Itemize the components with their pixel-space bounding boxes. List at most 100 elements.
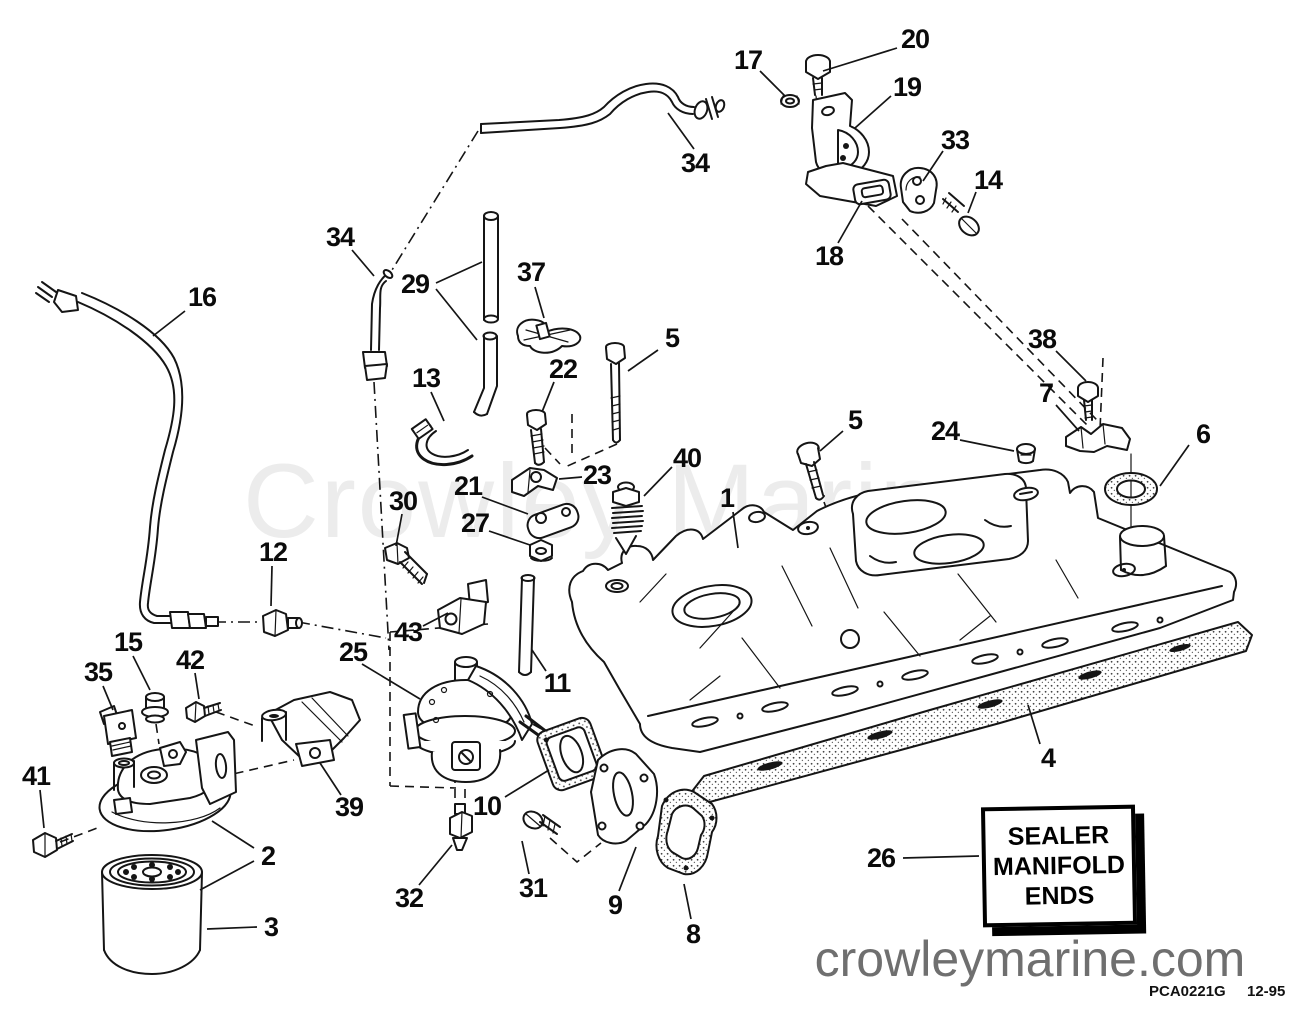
callout-16: 16	[188, 282, 217, 312]
bolt-38	[1077, 381, 1099, 421]
leader-lines	[39, 47, 1190, 930]
watermark-site: crowleymarine.com	[815, 931, 1246, 987]
leader-line-32	[418, 844, 453, 886]
ring-gasket-6	[1103, 472, 1159, 506]
fuel-pump	[402, 656, 559, 783]
tubes-29	[473, 211, 499, 417]
callout-30: 30	[389, 486, 417, 516]
leader-line-42	[194, 672, 200, 700]
callout-25: 25	[339, 637, 368, 667]
leader-line-2	[211, 820, 255, 849]
leader-line-11	[531, 649, 547, 672]
leader-line-10	[504, 769, 550, 798]
manifold-flange-ports	[691, 616, 1164, 728]
callout-4: 4	[1041, 743, 1056, 773]
callout-41: 41	[22, 761, 51, 791]
leader-line-19	[854, 95, 892, 129]
callout-10: 10	[473, 791, 501, 821]
callout-12: 12	[259, 537, 287, 567]
fitting-12	[262, 609, 303, 637]
intake-manifold	[568, 453, 1238, 753]
leader-line-20	[822, 47, 898, 72]
leader-line-8	[683, 883, 692, 920]
leader-line-29	[435, 261, 483, 284]
mount-gasket-8	[655, 788, 718, 876]
callout-42: 42	[176, 645, 204, 675]
sealer-note-line3: ENDS	[1024, 881, 1095, 911]
filter-head	[98, 731, 237, 833]
callout-38: 38	[1028, 324, 1057, 354]
leader-line-34	[351, 249, 375, 277]
nut-27	[529, 539, 553, 562]
retainer-bracket-7	[1065, 423, 1131, 453]
fuel-filter	[101, 854, 203, 975]
callout-1: 1	[720, 483, 735, 513]
drain-fitting	[449, 803, 473, 851]
callout-5: 5	[665, 323, 680, 353]
callout-35: 35	[84, 657, 113, 687]
callout-39: 39	[335, 792, 364, 822]
callout-22: 22	[549, 354, 577, 384]
manifold-end-gasket	[689, 621, 1253, 804]
leader-line-6	[1159, 444, 1190, 487]
leader-line-15	[132, 655, 151, 691]
plate-21	[526, 502, 580, 540]
callout-33: 33	[941, 125, 970, 155]
leader-line-7	[1055, 404, 1080, 432]
callout-32: 32	[395, 883, 423, 913]
sealer-note-box: SEALER MANIFOLD ENDS	[980, 804, 1138, 928]
bolt-31	[522, 810, 561, 835]
spacer-tube	[518, 574, 536, 676]
leader-line-31	[521, 840, 530, 875]
manifold-ribs	[639, 547, 1079, 701]
leader-line-5	[819, 430, 844, 452]
doc-date: 12-95	[1247, 983, 1285, 1000]
callout-34: 34	[681, 148, 710, 178]
leader-line-41	[39, 789, 45, 829]
callout-5: 5	[848, 405, 863, 435]
bolt-14	[942, 192, 980, 237]
callout-13: 13	[412, 363, 441, 393]
callout-2: 2	[261, 841, 275, 871]
hose-clamp-13	[410, 418, 474, 467]
leader-line-23	[558, 476, 583, 480]
leader-line-38	[1055, 350, 1087, 382]
sealer-note-line2: MANIFOLD	[992, 850, 1126, 882]
leader-line-5	[627, 349, 659, 372]
bolt-5-right	[796, 441, 825, 501]
leader-line-14	[967, 191, 977, 214]
callout-9: 9	[608, 890, 623, 920]
callout-19: 19	[893, 72, 922, 102]
pump-gasket-10	[536, 716, 608, 792]
leader-line-12	[270, 565, 273, 607]
callout-21: 21	[454, 471, 483, 501]
leader-line-13	[430, 391, 445, 422]
leader-line-33	[922, 150, 944, 182]
clip-43	[437, 579, 489, 635]
base-plate-18	[805, 162, 898, 207]
fitting-35	[99, 705, 137, 757]
bolt-42	[185, 701, 222, 723]
strap-bracket-23	[511, 467, 558, 497]
leader-line-24	[959, 439, 1015, 452]
callout-8: 8	[686, 919, 701, 949]
fuel-hose-34-top	[480, 82, 726, 134]
leader-line-37	[534, 286, 545, 319]
doc-code: PCA0221G	[1149, 983, 1226, 1000]
manifold-riser	[1119, 453, 1167, 577]
leader-line-27	[488, 530, 531, 546]
callout-14: 14	[974, 165, 1003, 195]
cap-nut-24	[1016, 443, 1036, 465]
leader-line-25	[361, 663, 421, 700]
leader-line-16	[152, 310, 186, 337]
callout-40: 40	[673, 443, 701, 473]
callout-26: 26	[867, 843, 896, 873]
mount-plate-9	[590, 748, 659, 845]
leader-line-40	[643, 466, 673, 497]
callout-23: 23	[583, 460, 612, 490]
carb-mounting-pad	[851, 472, 1029, 577]
leader-line-29	[435, 288, 478, 341]
leader-line-34	[667, 112, 695, 150]
